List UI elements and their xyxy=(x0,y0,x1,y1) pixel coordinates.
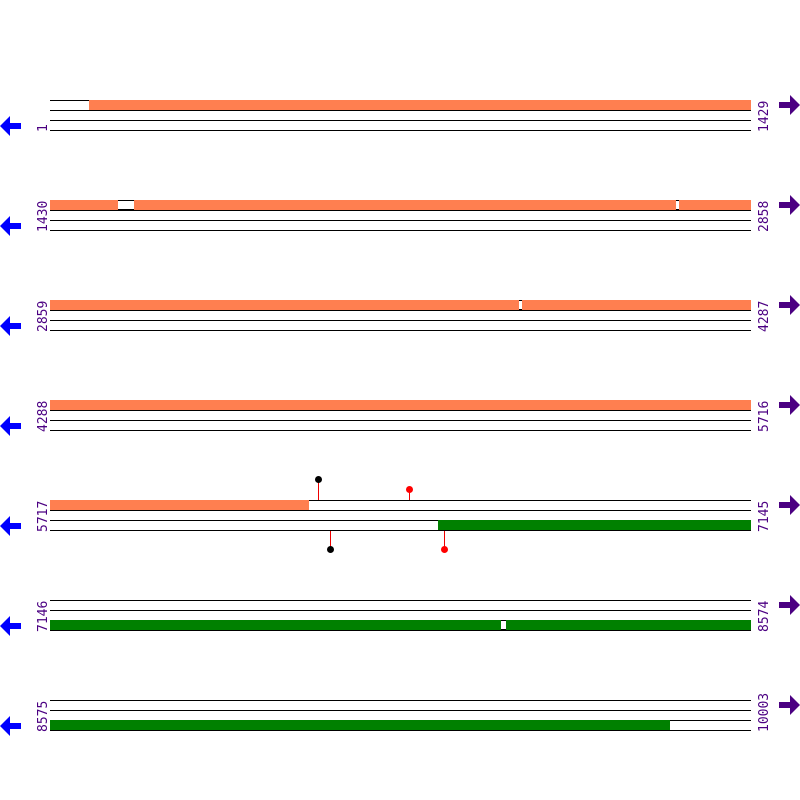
left-arrow-icon[interactable] xyxy=(0,415,22,441)
feature-bar[interactable] xyxy=(50,500,309,510)
right-arrow-icon[interactable] xyxy=(779,694,800,720)
strand-line xyxy=(50,430,751,431)
strand-line xyxy=(50,730,751,731)
row-end-label: 4287 xyxy=(757,300,772,332)
right-arrow-icon[interactable] xyxy=(779,494,800,520)
right-arrow-icon[interactable] xyxy=(779,194,800,220)
strand-line xyxy=(50,610,751,611)
left-arrow-icon[interactable] xyxy=(0,315,22,341)
strand-line xyxy=(50,410,751,411)
right-arrow-icon[interactable] xyxy=(779,594,800,620)
strand-line xyxy=(50,310,751,311)
marker-dot[interactable] xyxy=(441,546,448,553)
row-start-label: 2859 xyxy=(36,300,51,332)
row-end-label: 8574 xyxy=(757,600,772,632)
strand-line xyxy=(50,530,751,531)
marker-dot[interactable] xyxy=(315,476,322,483)
strand-line xyxy=(50,420,751,421)
left-arrow-icon[interactable] xyxy=(0,615,22,641)
strand-line xyxy=(50,230,751,231)
left-arrow-icon[interactable] xyxy=(0,515,22,541)
row-end-label: 1429 xyxy=(757,100,772,132)
feature-bar[interactable] xyxy=(50,300,751,310)
strand-line xyxy=(50,710,751,711)
strand-line xyxy=(50,630,751,631)
strand-line xyxy=(50,220,751,221)
left-arrow-icon[interactable] xyxy=(0,715,22,741)
marker-stem xyxy=(330,531,331,549)
strand-line xyxy=(50,510,751,511)
strand-line xyxy=(50,520,751,521)
feature-bar[interactable] xyxy=(50,200,751,210)
left-arrow-icon[interactable] xyxy=(0,215,22,241)
strand-line xyxy=(50,330,751,331)
feature-bar[interactable] xyxy=(438,520,751,530)
left-arrow-icon[interactable] xyxy=(0,115,22,141)
row-end-label: 10003 xyxy=(757,692,772,732)
row-end-label: 5716 xyxy=(757,400,772,432)
marker-dot[interactable] xyxy=(327,546,334,553)
feature-bar[interactable] xyxy=(50,620,751,630)
row-start-label: 7146 xyxy=(36,600,51,632)
marker-stem xyxy=(318,480,319,500)
right-arrow-icon[interactable] xyxy=(779,294,800,320)
strand-line xyxy=(50,600,751,601)
feature-bar[interactable] xyxy=(50,720,670,730)
feature-gap xyxy=(676,200,679,210)
strand-line xyxy=(50,110,751,111)
strand-line xyxy=(50,210,751,211)
row-start-label: 1 xyxy=(36,124,51,132)
row-start-label: 1430 xyxy=(36,200,51,232)
right-arrow-icon[interactable] xyxy=(779,94,800,120)
feature-gap xyxy=(501,620,506,630)
row-end-label: 2858 xyxy=(757,200,772,232)
strand-line xyxy=(50,500,751,501)
feature-bar[interactable] xyxy=(89,100,751,110)
strand-line xyxy=(50,120,751,121)
marker-stem xyxy=(444,531,445,549)
row-start-label: 4288 xyxy=(36,400,51,432)
strand-line xyxy=(50,130,751,131)
marker-dot[interactable] xyxy=(406,486,413,493)
right-arrow-icon[interactable] xyxy=(779,394,800,420)
row-start-label: 8575 xyxy=(36,700,51,732)
row-start-label: 5717 xyxy=(36,500,51,532)
row-end-label: 7145 xyxy=(757,500,772,532)
feature-gap xyxy=(118,200,134,210)
strand-line xyxy=(50,700,751,701)
feature-gap xyxy=(519,300,522,310)
feature-bar[interactable] xyxy=(50,400,751,410)
marker-stem xyxy=(409,490,410,500)
strand-line xyxy=(50,320,751,321)
